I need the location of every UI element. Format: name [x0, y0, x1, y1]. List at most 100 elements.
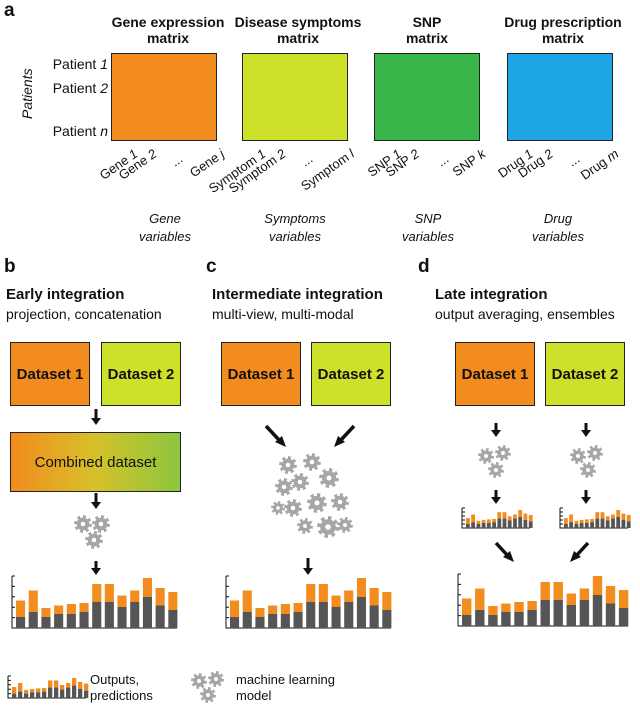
bar-orange-segment	[566, 593, 576, 605]
gear-hole	[197, 679, 201, 683]
bar-gray-segment	[513, 518, 517, 528]
bar-gray-segment	[117, 607, 127, 628]
bar-orange-segment	[60, 685, 65, 690]
panel-label-a: a	[4, 0, 15, 21]
gear-hole	[309, 459, 315, 465]
snp-matrix	[374, 53, 480, 141]
bar-orange-segment	[78, 682, 83, 689]
bar-orange-segment	[42, 688, 47, 692]
bar-gray-segment	[569, 522, 573, 528]
bar-orange-segment	[471, 514, 475, 523]
bar-orange-segment	[155, 588, 165, 606]
bar-gray-segment	[492, 522, 496, 528]
bar-orange-segment	[268, 605, 278, 614]
bar-gray-segment	[18, 691, 23, 698]
bar-gray-segment	[566, 605, 576, 626]
bar-gray-segment	[382, 610, 392, 628]
bar-gray-segment	[584, 523, 589, 528]
bar-gray-segment	[104, 602, 114, 628]
bar-gray-segment	[462, 615, 472, 626]
bar-gray-segment	[24, 693, 29, 698]
chart-axis	[457, 573, 628, 627]
bar-orange-segment	[502, 512, 507, 519]
bar-orange-segment	[242, 590, 252, 612]
bar-orange-segment	[574, 520, 579, 524]
legend-outputs-label: Outputs,predictions	[90, 672, 153, 703]
bar-gray-segment	[72, 685, 77, 698]
bar-orange-segment	[513, 514, 517, 519]
bar-orange-segment	[293, 603, 303, 612]
gear-hole	[98, 521, 104, 527]
intermediate-dataset-2: Dataset 2	[311, 342, 391, 406]
gear-hole	[501, 451, 505, 455]
bar-gray-segment	[155, 605, 165, 628]
bar-gray-segment	[54, 687, 59, 698]
bar-gray-segment	[501, 612, 511, 626]
bar-orange-segment	[579, 588, 590, 600]
gear-hole	[214, 677, 218, 681]
bar-orange-segment	[600, 512, 605, 519]
bar-orange-segment	[540, 582, 550, 600]
bar-orange-segment	[481, 519, 486, 523]
bar-gray-segment	[507, 520, 512, 528]
bar-gray-segment	[486, 523, 491, 528]
bar-gray-segment	[481, 523, 486, 528]
early-dataset-2: Dataset 2	[101, 342, 181, 406]
bar-gray-segment	[527, 610, 537, 626]
bar-gray-segment	[579, 600, 590, 626]
bar-orange-segment	[382, 592, 392, 610]
bar-gray-segment	[28, 612, 38, 628]
bar-gray-segment	[41, 617, 51, 628]
patient-row-label-n: Patient n	[52, 123, 108, 139]
bar-orange-segment	[117, 595, 127, 607]
bar-orange-segment	[230, 600, 240, 617]
bar-orange-segment	[318, 584, 328, 602]
bar-orange-segment	[507, 516, 512, 521]
bar-orange-segment	[79, 603, 89, 612]
early-dataset-1: Dataset 1	[10, 342, 90, 406]
bar-gray-segment	[66, 614, 76, 628]
bar-gray-segment	[528, 521, 533, 528]
bar-orange-segment	[84, 683, 89, 691]
bar-gray-segment	[280, 614, 290, 628]
bar-orange-segment	[331, 595, 341, 607]
gear-hole	[586, 468, 590, 472]
bar-orange-segment	[564, 518, 568, 524]
chart-axis	[7, 675, 86, 699]
bar-orange-segment	[605, 516, 610, 521]
bar-orange-segment	[306, 584, 316, 602]
bar-orange-segment	[621, 513, 626, 520]
gear-hole	[494, 468, 498, 472]
gear-hole	[80, 521, 86, 527]
bar-gray-segment	[518, 516, 523, 528]
bar-orange-segment	[168, 592, 178, 610]
gene-expression-matrix	[111, 53, 217, 141]
bar-orange-segment	[66, 683, 71, 688]
bar-gray-segment	[66, 687, 71, 698]
bar-orange-segment	[475, 588, 485, 610]
bar-gray-segment	[268, 614, 278, 628]
disease-symptoms-matrix	[242, 53, 348, 141]
bar-gray-segment	[331, 607, 341, 628]
bar-gray-segment	[356, 597, 366, 628]
bar-orange-segment	[48, 680, 53, 688]
bar-orange-segment	[605, 586, 616, 604]
bar-orange-segment	[486, 519, 491, 523]
combined-dataset: Combined dataset	[10, 432, 181, 492]
bar-gray-segment	[142, 597, 152, 628]
bar-orange-segment	[518, 510, 523, 517]
bar-orange-segment	[28, 590, 38, 612]
chart-axis	[559, 507, 628, 529]
bar-gray-segment	[16, 617, 26, 628]
